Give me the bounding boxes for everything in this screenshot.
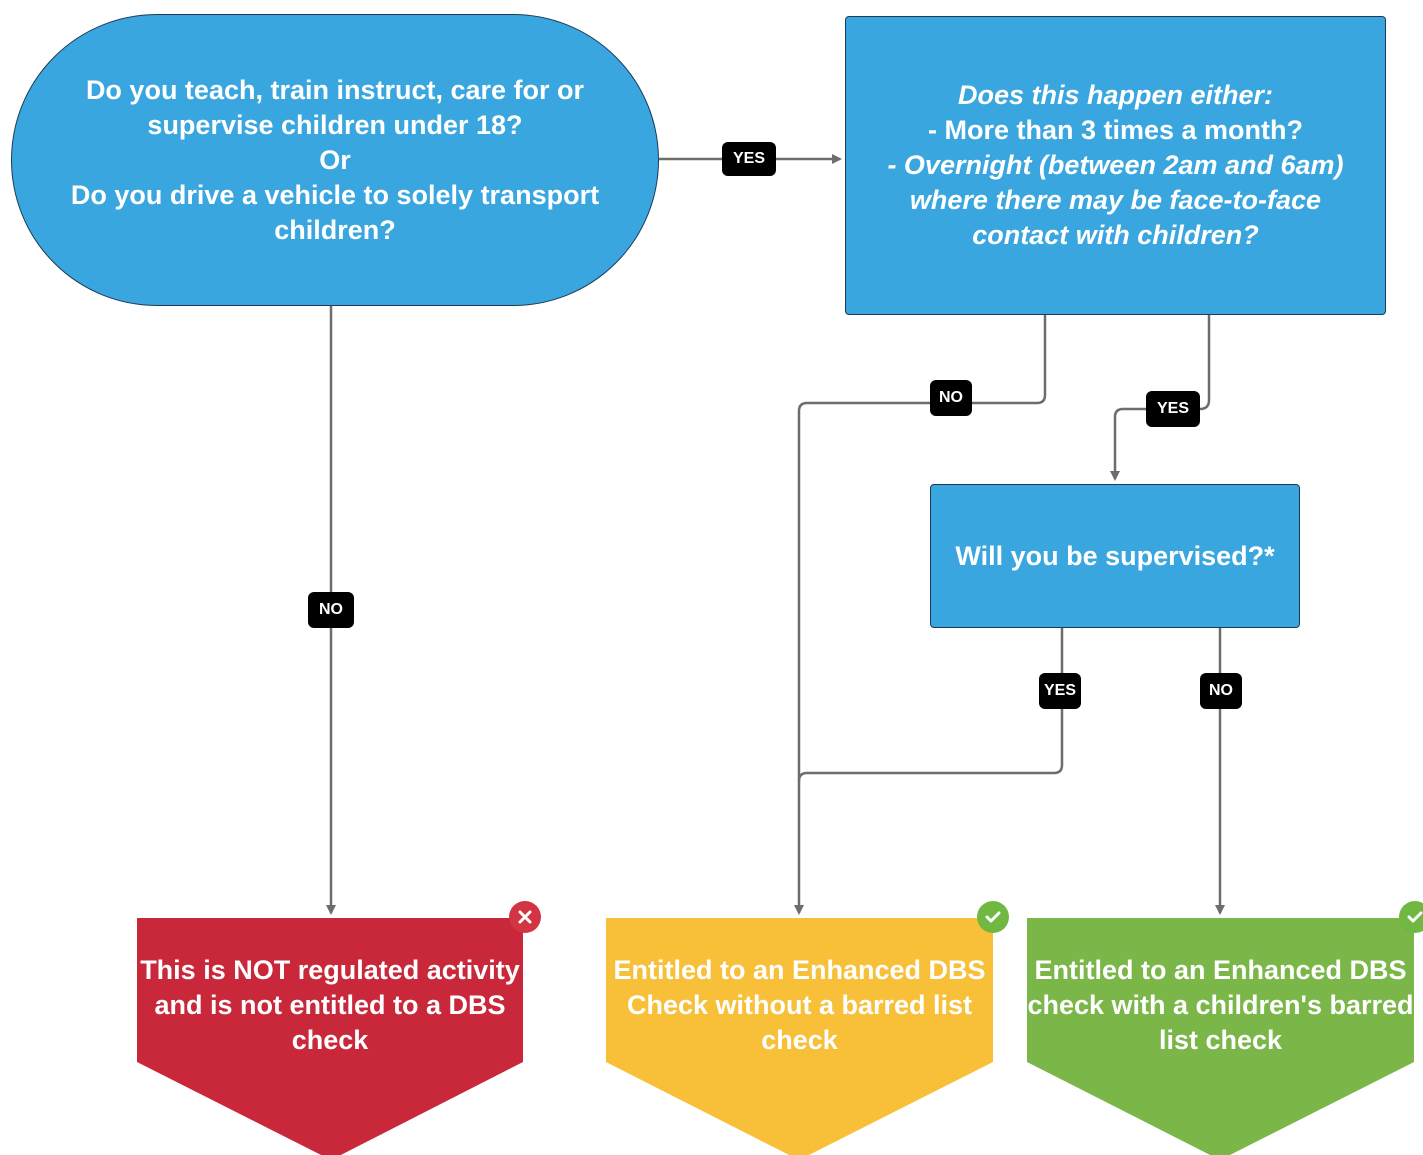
question-supervised: Will you be supervised?* <box>930 484 1300 628</box>
q2-line-4: where there may be face-to-face <box>909 185 1322 215</box>
connector-q3-yes <box>797 628 1064 782</box>
q2-line-1: Does this happen either: <box>957 80 1274 110</box>
label-q1-no: NO <box>308 592 354 628</box>
outcome-red-shape <box>137 918 523 1155</box>
outcome-enhanced-with-barred-list: Entitled to an Enhanced DBS check with a… <box>1027 954 1414 1055</box>
outcome-green-shape <box>1027 918 1414 1155</box>
check-icon <box>1399 901 1423 933</box>
check-icon <box>977 901 1009 933</box>
label-q3-yes: YES <box>1039 673 1081 709</box>
outcome-enhanced-without-barred-list: Entitled to an Enhanced DBS Check withou… <box>613 954 986 1055</box>
label-q3-no: NO <box>1200 673 1242 709</box>
q1-line-4: Do you drive a vehicle to solely transpo… <box>70 179 600 210</box>
label-q1-yes: YES <box>722 142 776 176</box>
q1-line-5: children? <box>274 214 396 245</box>
q2-line-3: - Overnight (between 2am and 6am) <box>887 150 1344 180</box>
q1-line-2: supervise children under 18? <box>147 109 523 140</box>
q3-text: Will you be supervised?* <box>955 540 1275 571</box>
q2-line-5: contact with children? <box>972 220 1259 250</box>
q2-line-2: - More than 3 times a month? <box>927 115 1304 145</box>
outcome-yellow-shape <box>606 918 993 1155</box>
question-frequency: Does this happen either: - More than 3 t… <box>845 16 1386 315</box>
question-teach-or-transport: Do you teach, train instruct, care for o… <box>11 14 659 306</box>
q1-line-3: Or <box>319 144 351 175</box>
q1-line-1: Do you teach, train instruct, care for o… <box>85 74 585 105</box>
label-q2-no: NO <box>930 380 972 416</box>
connector-q2-no <box>794 315 1047 915</box>
cross-icon <box>509 901 541 933</box>
label-q2-yes: YES <box>1146 391 1200 427</box>
outcome-not-regulated: This is NOT regulated activity and is no… <box>140 954 520 1055</box>
